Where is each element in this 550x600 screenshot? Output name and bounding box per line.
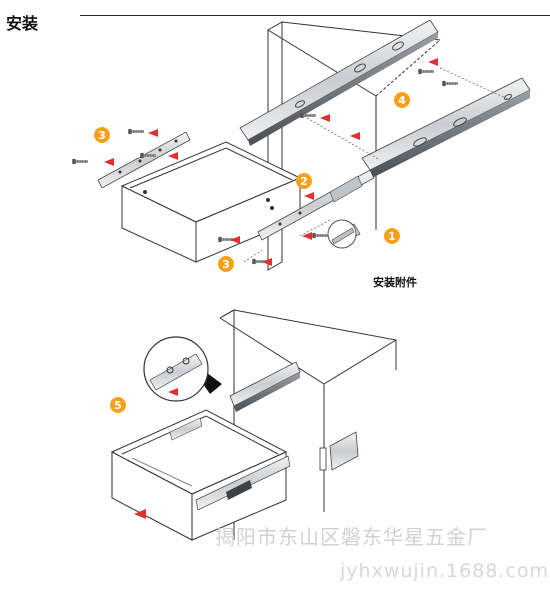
arrow-icon (134, 509, 146, 519)
guide-lines (243, 67, 511, 263)
drawer-rail-left (97, 131, 191, 189)
page-title: 安装 (6, 14, 39, 33)
step-badge-5: 5 (110, 397, 126, 413)
step-badge-4: 4 (394, 92, 410, 108)
drawer-rail-right (257, 169, 375, 241)
drawer-rail-bottom (169, 417, 291, 511)
accessories-caption: 安装附件 (373, 276, 417, 289)
svg-text:1: 1 (388, 230, 396, 243)
title-divider (80, 15, 550, 16)
svg-text:3: 3 (98, 129, 106, 142)
step-badge-3-lower: 3 (218, 256, 234, 272)
step-badge-2: 2 (296, 173, 312, 189)
cabinet-rail-lower (361, 77, 531, 178)
step-badge-3-upper: 3 (94, 127, 110, 143)
cabinet-rail-bottom (229, 361, 359, 471)
detail-magnifier-icon (143, 336, 209, 402)
cabinet-rail-upper (239, 19, 439, 146)
step-badge-1: 1 (384, 228, 400, 244)
svg-text:3: 3 (222, 258, 230, 271)
detail-magnifier-icon (327, 219, 357, 249)
arrow-icon (104, 58, 438, 266)
watermark-company: 揭阳市东山区磐东华星五金厂 (215, 525, 488, 549)
svg-text:4: 4 (398, 94, 406, 107)
svg-text:2: 2 (300, 175, 308, 188)
watermark-url: jyhxwujin.1688.com (340, 560, 550, 582)
svg-text:5: 5 (114, 399, 122, 412)
